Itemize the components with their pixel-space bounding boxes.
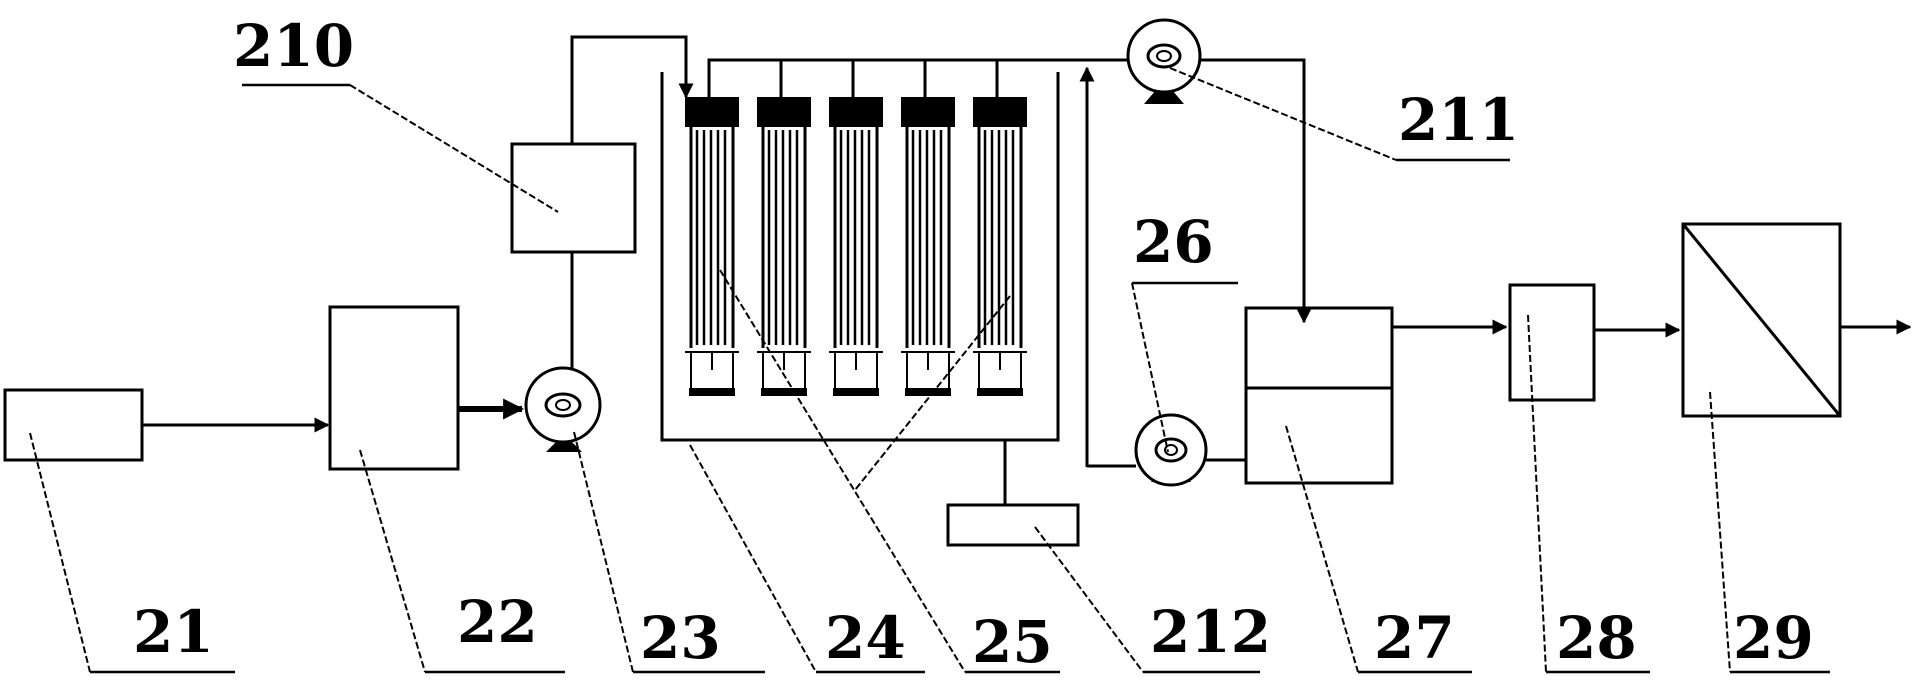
unit-27-box	[1244, 306, 1394, 485]
membrane-module-2	[757, 97, 811, 396]
unit-21-box	[3, 388, 144, 462]
membrane-module-5	[973, 97, 1027, 396]
label-24: 24	[825, 604, 906, 672]
reactor-tank-24	[660, 72, 1060, 442]
membrane-module-3	[829, 97, 883, 396]
membrane-module-4	[901, 97, 955, 396]
unit-29-membrane	[1681, 223, 1842, 417]
membrane-modules-25	[685, 97, 1027, 396]
permeate-header	[707, 58, 1306, 320]
label-27: 27	[1374, 604, 1455, 672]
label-23: 23	[640, 604, 721, 672]
unit-22-box	[328, 305, 460, 471]
label-29: 29	[1733, 604, 1814, 672]
label-26: 26	[1133, 208, 1214, 276]
label-210: 210	[233, 12, 354, 80]
pump-26-icon	[1134, 413, 1208, 487]
unit-212-box	[946, 503, 1080, 547]
unit-28-box	[1508, 283, 1596, 402]
pump-211-icon	[1126, 18, 1202, 104]
leader-lines	[29, 67, 1731, 673]
pump-23-icon	[524, 366, 602, 452]
permeate-branches	[779, 60, 999, 97]
unit-210-box	[510, 142, 637, 254]
pipe-210-to-reactor	[570, 35, 694, 144]
label-25: 25	[972, 608, 1053, 676]
label-22: 22	[457, 588, 538, 656]
label-21: 21	[133, 598, 214, 666]
membrane-module-1	[685, 97, 739, 396]
label-212: 212	[1150, 598, 1271, 666]
label-28: 28	[1556, 604, 1637, 672]
label-211: 211	[1398, 86, 1519, 154]
label-underlines	[90, 83, 1830, 674]
